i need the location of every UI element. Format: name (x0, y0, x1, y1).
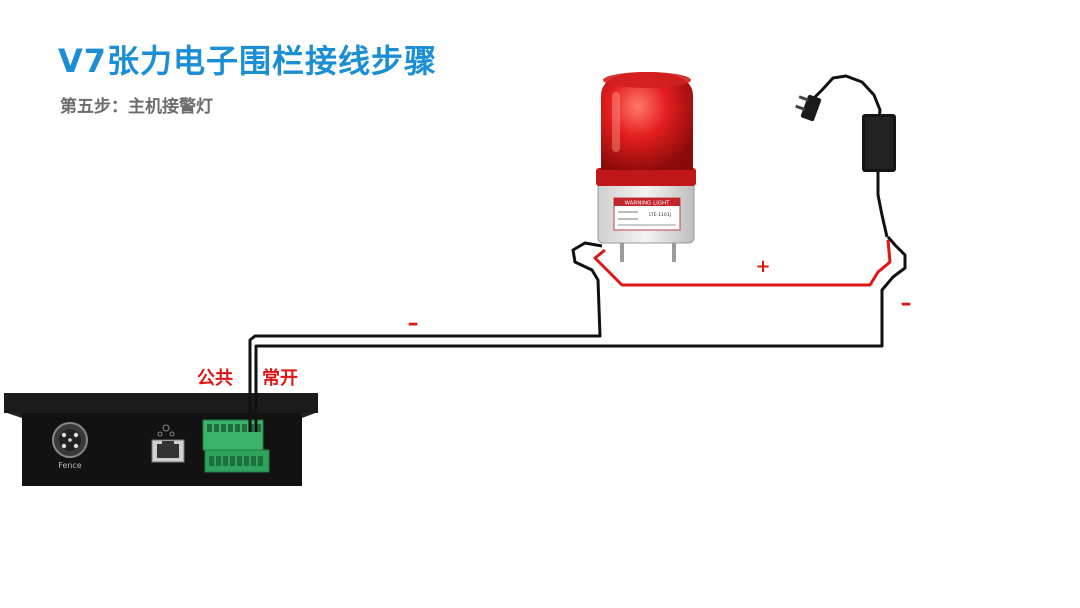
power-plug-icon (795, 94, 822, 122)
terminal-block (202, 419, 270, 473)
normally-open-terminal-label: 常开 (262, 367, 298, 389)
fence-port-label: Fence (58, 461, 82, 470)
page-subtitle: 第五步：主机接警灯 (60, 97, 213, 117)
warning-light-header: WARNING LIGHT (624, 201, 670, 207)
common-terminal-label: 公共 (197, 368, 233, 389)
red-wire (593, 239, 892, 287)
plus-polarity-label: + (755, 256, 770, 277)
page-title: V7张力电子围栏接线步骤 (58, 42, 438, 80)
minus-polarity-label-right: – (901, 291, 912, 316)
warning-light-model: LTE-1101J (649, 212, 671, 218)
controller-box: Fence (4, 393, 318, 486)
fence-connector (52, 422, 88, 458)
power-adapter (862, 114, 896, 172)
black-wires (248, 74, 907, 432)
warning-light: WARNING LIGHT LTE-1101J (596, 72, 696, 262)
ethernet-port-icon (151, 424, 185, 463)
minus-polarity-label-left: – (408, 311, 419, 336)
